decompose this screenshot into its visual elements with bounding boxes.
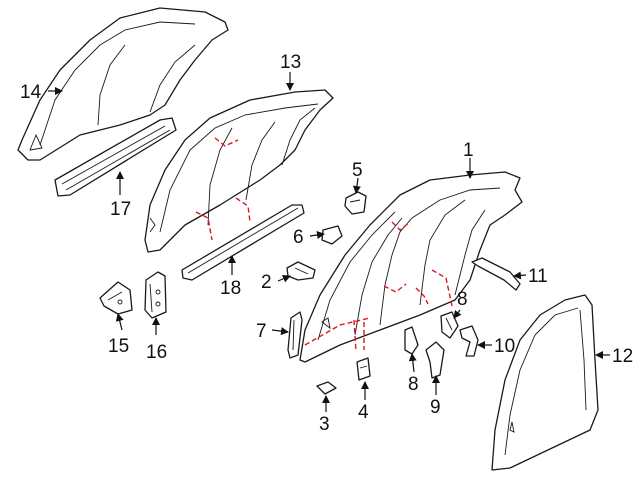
part-7-pillar-reinforcement (287, 311, 303, 359)
part-15-bracket (99, 281, 133, 315)
leader-lines (48, 72, 610, 412)
callout-11: 11 (528, 266, 548, 287)
callout-18: 18 (220, 278, 241, 299)
callout-5: 5 (352, 160, 363, 181)
part-14-quarter-inner (17, 7, 229, 161)
leader-8-lower (408, 353, 417, 373)
part-5-bracket (344, 191, 367, 215)
leader-7 (271, 327, 289, 336)
callout-8-lower: 8 (408, 374, 419, 395)
part-17-rocker-reinforcement (54, 117, 177, 197)
callout-17: 17 (110, 199, 131, 220)
callout-7: 7 (256, 321, 267, 342)
part-10-bracket (459, 325, 479, 357)
leader-8-upper (453, 309, 462, 319)
leader-6 (309, 231, 325, 239)
callout-10: 10 (494, 336, 515, 357)
callout-3: 3 (319, 414, 330, 435)
leader-15 (115, 313, 124, 331)
part-18-rocker-panel (181, 204, 305, 281)
callout-4: 4 (358, 402, 369, 423)
part-3-plate (316, 381, 337, 395)
leader-11 (513, 271, 527, 280)
callout-8-upper: 8 (457, 289, 468, 310)
callout-2: 2 (261, 272, 272, 293)
callout-12: 12 (612, 346, 633, 367)
part-8-lower-bracket (404, 326, 419, 355)
callout-14: 14 (20, 82, 42, 103)
part-2-bracket (286, 261, 316, 281)
callout-16: 16 (146, 342, 167, 363)
leader-2 (277, 275, 291, 283)
part-16-bracket (144, 271, 167, 319)
callout-9: 9 (430, 397, 441, 418)
callout-1: 1 (463, 140, 474, 161)
part-1-body-side-outer (299, 171, 523, 363)
callout-6: 6 (293, 227, 304, 248)
callout-15: 15 (108, 336, 129, 357)
part-4-bracket (356, 357, 371, 381)
part-13-body-side-inner (144, 89, 334, 253)
part-12-body-side-right (491, 294, 599, 471)
part-9-bracket (425, 341, 445, 379)
part-6-bracket (321, 225, 343, 245)
part-11-strip (471, 257, 521, 291)
leader-5 (352, 177, 361, 194)
callout-13: 13 (280, 52, 301, 73)
callout-labels: 1 2 3 4 5 6 7 8 8 9 10 11 12 13 14 15 16… (20, 52, 633, 435)
